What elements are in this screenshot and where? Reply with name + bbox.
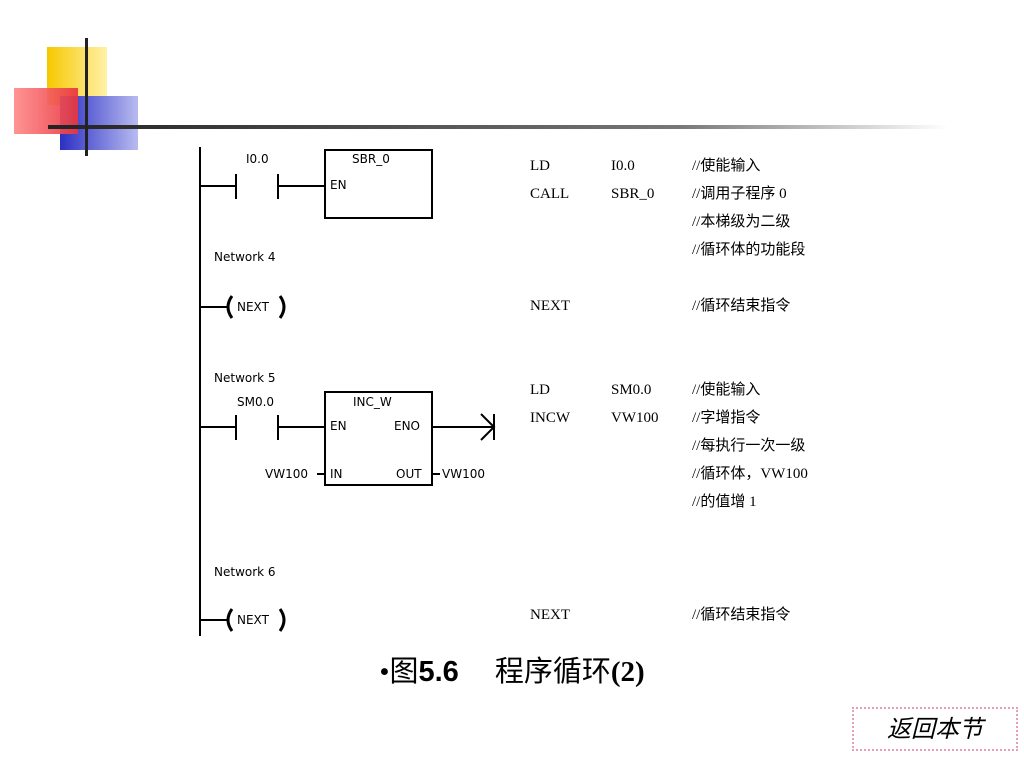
il-op: CALL bbox=[530, 186, 570, 202]
out-operand-vw100: VW100 bbox=[442, 467, 485, 481]
contact-label-sm00: SM0.0 bbox=[237, 395, 274, 409]
il-comment: //循环结束指令 bbox=[692, 298, 791, 314]
box-sbr0-en: EN bbox=[330, 178, 347, 192]
il-comment: //本梯级为二级 bbox=[692, 214, 791, 230]
deco-vertical-rule bbox=[85, 38, 88, 156]
il-op: INCW bbox=[530, 410, 570, 426]
box-sbr0-title: SBR_0 bbox=[352, 152, 390, 166]
caption-prefix: 图 bbox=[389, 656, 419, 688]
il-operand: I0.0 bbox=[611, 158, 635, 174]
il-comment: //调用子程序 0 bbox=[692, 186, 787, 202]
il-comment: //循环结束指令 bbox=[692, 607, 791, 623]
caption-number: 5.6 bbox=[418, 656, 459, 688]
il-comment: //循环体的功能段 bbox=[692, 242, 806, 258]
rung-call-sbr0: I0.0 SBR_0 EN bbox=[200, 149, 433, 219]
deco-horizontal-rule bbox=[48, 125, 948, 129]
il-comment: //的值增 1 bbox=[692, 494, 757, 510]
il-comment: //使能输入 bbox=[692, 382, 761, 398]
caption-bullet: • bbox=[379, 656, 390, 688]
contact-label-i00: I0.0 bbox=[246, 152, 269, 166]
return-to-section-button[interactable]: 返回本节 bbox=[852, 707, 1018, 751]
il-operand: VW100 bbox=[611, 410, 659, 426]
coil-next-network4: NEXT bbox=[200, 295, 286, 319]
network-5-label: Network 5 bbox=[214, 371, 276, 385]
in-operand-vw100: VW100 bbox=[265, 467, 308, 481]
il-op: LD bbox=[530, 382, 550, 398]
coil-next-label-4: NEXT bbox=[237, 300, 270, 314]
figure-caption: •图5.6 程序循环(2) bbox=[0, 648, 1024, 690]
header-decoration bbox=[14, 38, 948, 156]
il-comment: //循环体，VW100 bbox=[692, 466, 808, 482]
il-operand: SM0.0 bbox=[611, 382, 652, 398]
box-inc-w bbox=[324, 391, 433, 486]
il-operand: SBR_0 bbox=[611, 186, 655, 202]
box-inc-w-title: INC_W bbox=[353, 395, 392, 409]
box-inc-w-eno: ENO bbox=[394, 419, 420, 433]
box-inc-w-en: EN bbox=[330, 419, 347, 433]
box-sbr0 bbox=[324, 149, 433, 219]
network-4-label: Network 4 bbox=[214, 250, 276, 264]
caption-title: 程序循环 bbox=[494, 656, 611, 688]
il-op: LD bbox=[530, 158, 550, 174]
coil-next-network6: NEXT bbox=[200, 608, 286, 632]
il-comment: //使能输入 bbox=[692, 158, 761, 174]
il-op: NEXT bbox=[530, 607, 570, 623]
caption-suffix: (2) bbox=[610, 656, 645, 688]
rung-incw: SM0.0 INC_W EN ENO IN OUT VW100 VW100 bbox=[200, 391, 496, 486]
coil-next-label-6: NEXT bbox=[237, 613, 270, 627]
ladder-diagram: I0.0 SBR_0 EN Network 4 NEXT Network 5 S… bbox=[199, 147, 496, 636]
box-inc-w-in: IN bbox=[330, 467, 343, 481]
il-op: NEXT bbox=[530, 298, 570, 314]
network-6-label: Network 6 bbox=[214, 565, 276, 579]
il-comment: //字增指令 bbox=[692, 410, 761, 426]
il-comment: //每执行一次一级 bbox=[692, 438, 806, 454]
box-inc-w-out: OUT bbox=[396, 467, 422, 481]
